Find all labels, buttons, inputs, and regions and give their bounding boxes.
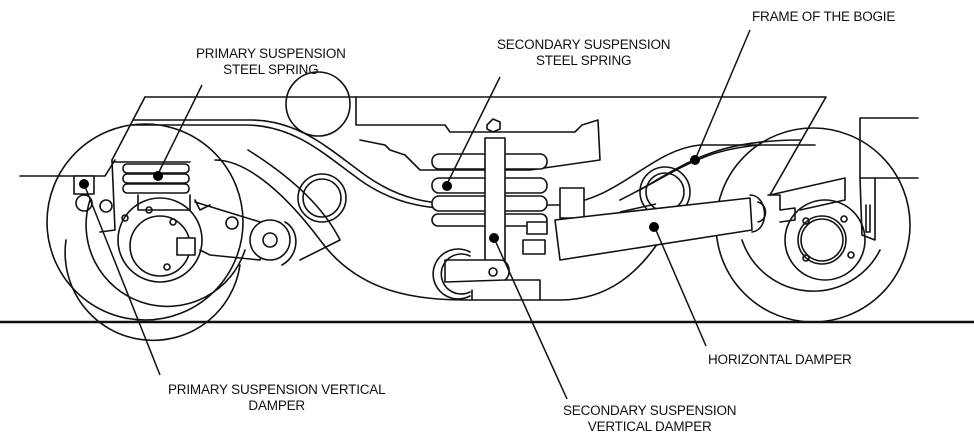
marker-secondary-spring xyxy=(442,181,452,191)
marker-primary-spring xyxy=(153,171,163,181)
primary-damper xyxy=(73,175,297,266)
leader-primary-damper xyxy=(83,183,161,376)
label-secondary-vertical-damper: SECONDARY SUSPENSION VERTICAL DAMPER xyxy=(563,403,737,434)
right-bracket xyxy=(859,177,876,241)
leader-primary-spring xyxy=(156,84,203,177)
right-wheel xyxy=(715,127,911,323)
frame-hole-top xyxy=(285,71,351,137)
marker-primary-damper xyxy=(79,179,89,189)
label-secondary-steel-spring: SECONDARY SUSPENSION STEEL SPRING xyxy=(497,37,671,68)
leader-horizontal-damper xyxy=(654,227,707,347)
frame-hole-left xyxy=(297,173,347,223)
secondary-vertical-damper xyxy=(432,118,541,301)
label-frame-of-bogie: FRAME OF THE BOGIE xyxy=(752,9,896,24)
label-primary-steel-spring: PRIMARY SUSPENSION STEEL SPRING xyxy=(196,46,346,77)
label-horizontal-damper: HORIZONTAL DAMPER xyxy=(708,352,852,367)
marker-frame xyxy=(690,155,700,165)
marker-horizontal-damper xyxy=(649,222,659,232)
left-wheel xyxy=(46,123,246,342)
bolster xyxy=(355,96,601,171)
leader-secondary-spring xyxy=(445,76,501,187)
leader-frame xyxy=(694,29,751,161)
right-guard xyxy=(769,177,846,211)
bogie-frame xyxy=(99,96,827,301)
marker-secondary-damper xyxy=(489,233,499,243)
leader-lines xyxy=(79,29,751,400)
leader-secondary-damper xyxy=(493,237,568,400)
horizontal-damper xyxy=(522,187,796,261)
label-primary-vertical-damper: PRIMARY SUSPENSION VERTICAL DAMPER xyxy=(168,382,386,413)
car-body-right xyxy=(859,117,919,179)
